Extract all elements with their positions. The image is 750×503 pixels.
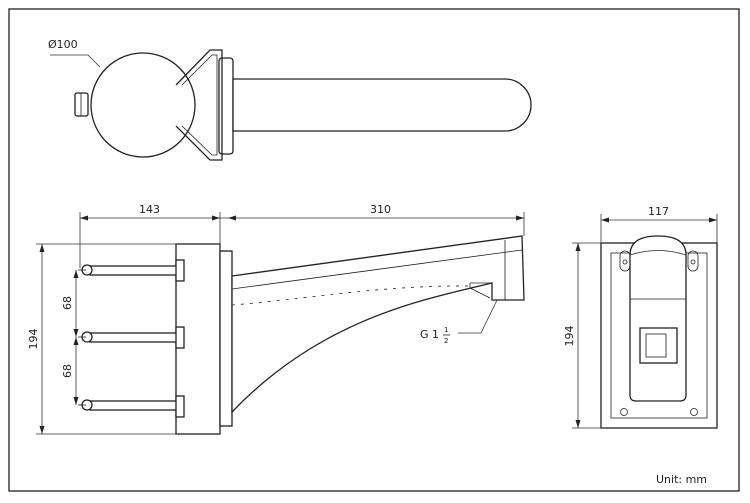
thread-fraction-numerator: 1 bbox=[444, 326, 448, 334]
clamp-band-top bbox=[175, 49, 223, 161]
height-left-label: 194 bbox=[27, 329, 40, 350]
diameter-leader bbox=[87, 54, 101, 68]
clamp-rod-bottom bbox=[78, 395, 185, 418]
dimension-68-pair: 68 68 bbox=[61, 270, 79, 405]
diameter-label: Ø100 bbox=[48, 38, 78, 51]
height-right-label: 194 bbox=[563, 326, 576, 347]
plate-width-label: 117 bbox=[648, 205, 669, 218]
side-view: 143 310 194 68 68 bbox=[27, 203, 525, 435]
keyhole-slot-left bbox=[619, 250, 631, 272]
front-view: 117 194 bbox=[563, 205, 718, 429]
keyhole-slot-right bbox=[687, 250, 699, 272]
screw-hole-left bbox=[620, 408, 628, 416]
width-base-label: 143 bbox=[139, 203, 160, 216]
bracket-arm bbox=[231, 235, 525, 414]
thread-label: G 1 bbox=[420, 328, 439, 341]
thread-fraction-denominator: 2 bbox=[444, 337, 448, 345]
arm-length-label: 310 bbox=[370, 203, 391, 216]
screw-hole-right bbox=[690, 408, 698, 416]
clamp-bolt bbox=[74, 92, 89, 117]
thread-callout: G 1 1 2 bbox=[420, 299, 498, 345]
pole-circle bbox=[90, 52, 196, 158]
top-view: Ø100 bbox=[48, 38, 532, 161]
clamp-rod-top bbox=[78, 259, 185, 282]
junction-box bbox=[639, 327, 678, 364]
dimension-310: 310 bbox=[220, 203, 525, 236]
mount-flange-top bbox=[218, 57, 234, 155]
unit-label: Unit: mm bbox=[656, 473, 707, 486]
spacing-bottom-label: 68 bbox=[61, 364, 74, 378]
plate-flange bbox=[219, 250, 233, 427]
dimension-194-left: 194 bbox=[27, 243, 178, 435]
arm-front-profile bbox=[629, 235, 687, 402]
clamp-rod-middle bbox=[78, 326, 185, 349]
spacing-top-label: 68 bbox=[61, 296, 74, 310]
drawing-frame bbox=[8, 8, 740, 492]
arm-tube-top bbox=[232, 78, 532, 132]
dimension-143: 143 bbox=[79, 203, 221, 268]
